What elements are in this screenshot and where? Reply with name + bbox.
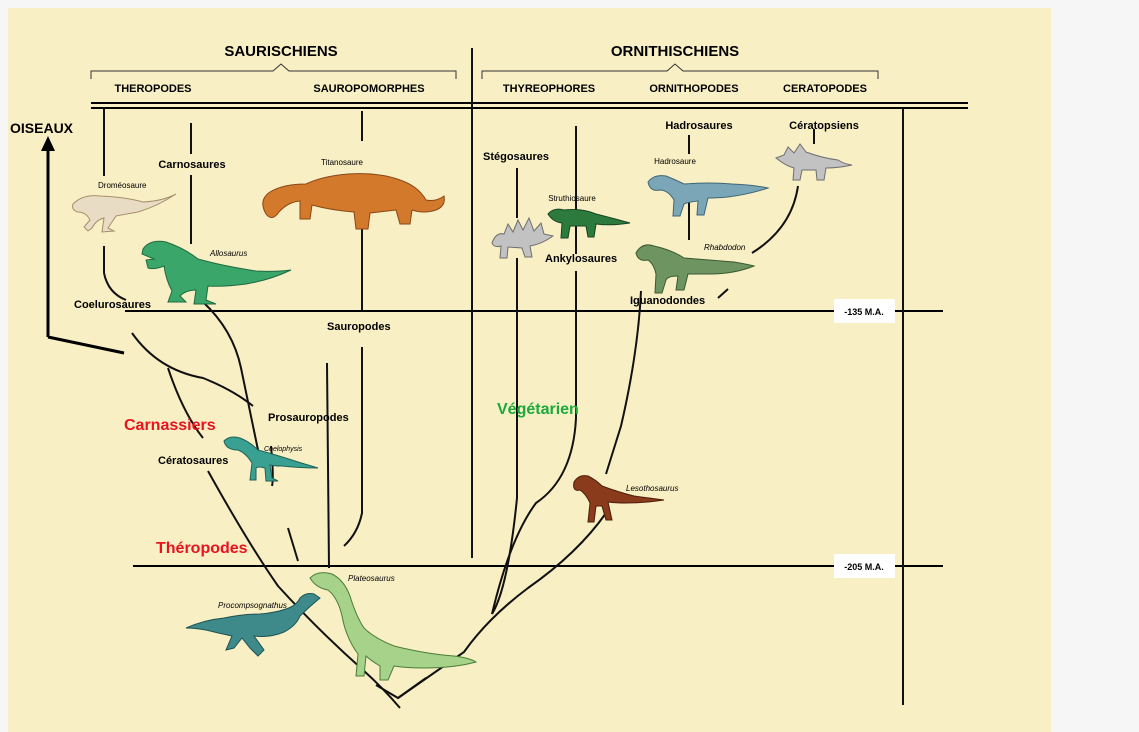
annotation-carnassiers: Carnassiers — [124, 417, 216, 434]
struthiosaure-silhouette — [548, 209, 630, 238]
species-procompsognathus: Procompsognathus — [218, 601, 287, 610]
species-allosaurus: Allosaurus — [209, 249, 247, 258]
dinosaur-phylogeny-diagram: SAURISCHIENS ORNITHISCHIENS THEROPODES S… — [8, 8, 1051, 732]
group-ornithischiens: ORNITHISCHIENS — [611, 43, 739, 60]
clade-sauropodes: Sauropodes — [327, 321, 391, 333]
clade-ceratosaures: Cératosaures — [158, 455, 228, 467]
species-dromeosaure: Droméosaure — [98, 181, 147, 190]
species-hadrosaure: Hadrosaure — [654, 157, 696, 166]
species-plateosaurus: Plateosaurus — [348, 574, 395, 583]
species-rhabdodon: Rhabdodon — [704, 243, 746, 252]
annotation-vegetarien: Végétarien — [497, 401, 579, 418]
clade-ceratopsiens: Cératopsiens — [789, 120, 859, 132]
annotation-theropodes: Théropodes — [156, 540, 248, 557]
subgroup-ceratopodes: CERATOPODES — [783, 83, 867, 95]
rhabdodon-silhouette — [636, 245, 754, 293]
hadrosaure-silhouette — [648, 176, 768, 216]
time-marker-205: -205 M.A. — [844, 562, 884, 572]
arrow-head-icon — [41, 136, 55, 151]
subgroup-thyreophores: THYREOPHORES — [503, 83, 595, 95]
dromeosaure-silhouette — [73, 194, 176, 232]
clade-coelurosaures: Coelurosaures — [74, 299, 151, 311]
titanosaure-silhouette — [263, 174, 445, 229]
coelophysis-silhouette — [224, 437, 318, 481]
clade-ankylosaures: Ankylosaures — [545, 253, 617, 265]
time-lines — [125, 311, 943, 566]
group-saurischiens: SAURISCHIENS — [224, 43, 337, 60]
clade-iguanodondes: Iguanodondes — [630, 295, 705, 307]
plateosaurus-silhouette — [310, 573, 476, 680]
time-marker-135: -135 M.A. — [844, 307, 884, 317]
subgroup-sauropomorphes: SAUROPOMORPHES — [313, 83, 424, 95]
clade-hadrosaures: Hadrosaures — [665, 120, 732, 132]
clade-stegosaures: Stégosaures — [483, 151, 549, 163]
species-coelophysis: Coelophysis — [264, 446, 303, 453]
subgroup-ornithopodes: ORNITHOPODES — [649, 83, 738, 95]
clade-prosauropodes: Prosauropodes — [268, 412, 349, 424]
species-struthiosaure: Struthiosaure — [548, 194, 596, 203]
subgroup-theropodes: THEROPODES — [114, 83, 191, 95]
clade-carnosaures: Carnosaures — [158, 159, 225, 171]
stegosaure-silhouette — [492, 218, 553, 258]
header-brackets — [91, 64, 878, 79]
species-titanosaure: Titanosaure — [321, 158, 364, 167]
species-lesothosaurus: Lesothosaurus — [626, 484, 678, 493]
diagram-panel: SAURISCHIENS ORNITHISCHIENS THEROPODES S… — [8, 8, 1051, 732]
header-rules — [91, 103, 968, 108]
lesothosaurus-silhouette — [574, 476, 664, 522]
clade-oiseaux: OISEAUX — [10, 120, 74, 136]
ceratopsien-silhouette — [776, 144, 852, 180]
